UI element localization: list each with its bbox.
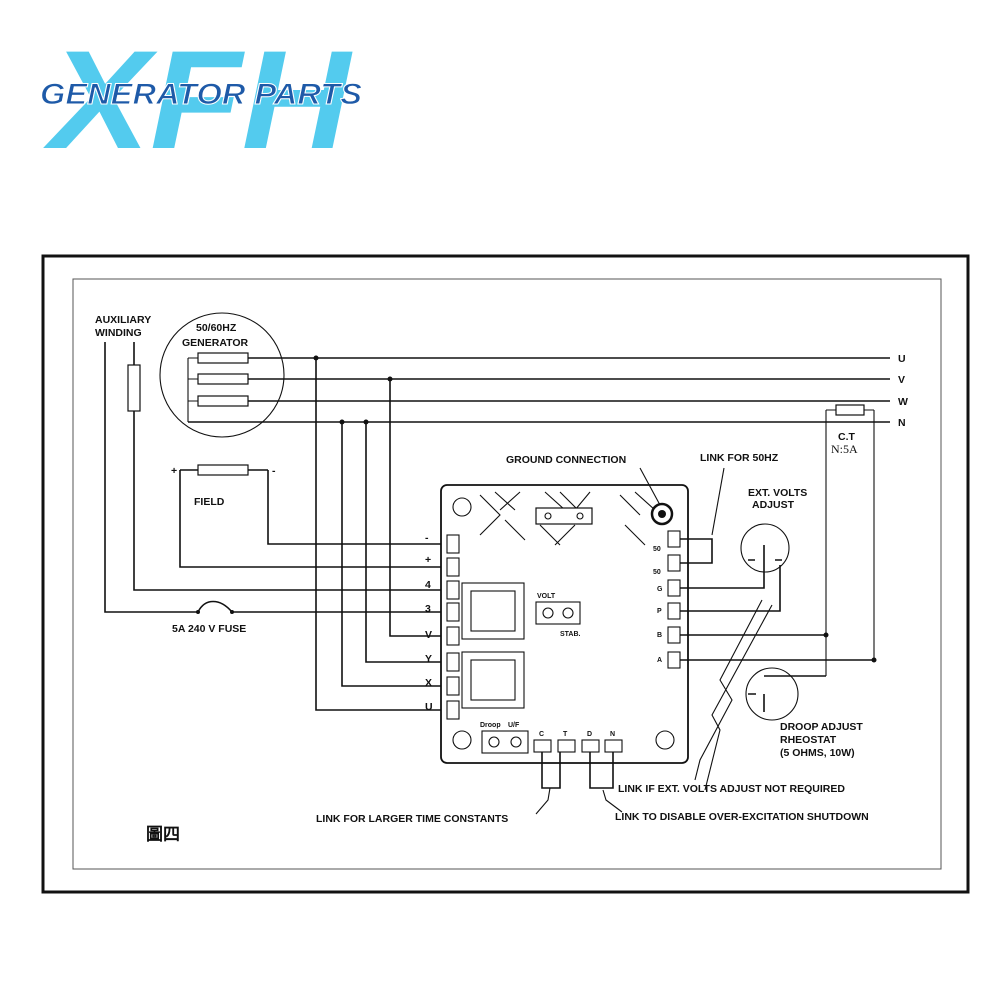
volt-label: VOLT — [537, 593, 556, 600]
ext-volts-adjust: EXT. VOLTS ADJUST — [680, 487, 807, 612]
droop-label-3: (5 OHMS, 10W) — [780, 747, 855, 759]
field-winding: + - FIELD — [171, 464, 447, 568]
svg-text:3: 3 — [425, 603, 431, 615]
svg-text:4: 4 — [425, 579, 431, 591]
phase-u-label: U — [898, 353, 906, 365]
field-label: FIELD — [194, 496, 225, 508]
svg-text:V: V — [425, 629, 432, 641]
svg-text:C: C — [539, 731, 544, 738]
ct-rating: N:5A — [831, 442, 858, 456]
droop-label: Droop — [480, 722, 501, 729]
generator-title-2: GENERATOR — [182, 337, 249, 349]
terminal-minus: - — [425, 532, 460, 554]
phase-w-label: W — [898, 396, 908, 408]
winding-w — [197, 395, 249, 407]
figure-label: 圖四 — [146, 825, 180, 845]
droop-rheostat: DROOP ADJUST RHEOSTAT (5 OHMS, 10W) — [680, 632, 877, 759]
terminal-u: U — [425, 700, 460, 720]
phase-lines: U V W N — [188, 353, 908, 429]
winding-u — [197, 352, 249, 364]
sensing-wires — [313, 355, 447, 711]
fuse-label: 5A 240 V FUSE — [172, 623, 246, 635]
terminal-x: X — [425, 676, 460, 696]
svg-text:P: P — [657, 608, 662, 615]
field-plus: + — [171, 465, 177, 477]
fuse: 5A 240 V FUSE — [172, 600, 447, 635]
terminal-v: V — [425, 626, 460, 646]
droop-label-2: RHEOSTAT — [780, 734, 837, 746]
svg-text:50: 50 — [653, 546, 661, 553]
svg-text:-: - — [425, 532, 429, 544]
uf-label: U/F — [508, 722, 520, 729]
aux-label-1: AUXILIARY — [95, 314, 151, 326]
left-terminal-block: - + 4 3 V Y X U — [425, 532, 460, 720]
terminal-y: Y — [425, 652, 460, 672]
phase-n-label: N — [898, 417, 906, 429]
svg-text:+: + — [425, 554, 431, 566]
terminal-plus: + — [425, 554, 460, 577]
svg-text:B: B — [657, 632, 662, 639]
terminal-3: 3 — [425, 602, 460, 622]
svg-text:G: G — [657, 586, 663, 593]
ext-volts-label-1: EXT. VOLTS — [748, 487, 807, 499]
svg-text:Y: Y — [425, 653, 432, 665]
note-ext-link: LINK IF EXT. VOLTS ADJUST NOT REQUIRED — [618, 783, 845, 795]
svg-text:D: D — [587, 731, 592, 738]
note-disable-shutdown: LINK TO DISABLE OVER-EXCITATION SHUTDOWN — [615, 811, 869, 823]
aux-label-2: WINDING — [95, 327, 142, 339]
ct-label: C.T — [838, 431, 856, 443]
logo-big-text: XFH — [43, 21, 354, 178]
svg-text:50: 50 — [653, 569, 661, 576]
note-time-constants: LINK FOR LARGER TIME CONSTANTS — [316, 813, 508, 825]
terminal-4: 4 — [425, 579, 460, 600]
logo-sub-text: GENERATOR PARTS — [40, 78, 362, 111]
ext-volts-label-2: ADJUST — [752, 499, 795, 511]
svg-text:U: U — [425, 701, 433, 713]
inner-frame — [72, 278, 942, 870]
auxiliary-winding: AUXILIARY WINDING — [95, 314, 447, 613]
svg-text:T: T — [563, 731, 568, 738]
current-transformer: C.T N:5A — [825, 404, 875, 676]
stab-label: STAB. — [560, 631, 581, 638]
bottom-terminal-block: C T D N — [533, 731, 623, 815]
terminal-t: T — [557, 731, 576, 753]
outer-frame — [41, 254, 970, 894]
generator-title-1: 50/60HZ — [196, 322, 237, 334]
xfh-logo: XFH GENERATOR PARTS — [40, 21, 363, 178]
field-minus: - — [272, 465, 276, 477]
droop-label-1: DROOP ADJUST — [780, 721, 863, 733]
svg-text:N: N — [610, 731, 615, 738]
link50-label: LINK FOR 50HZ — [700, 452, 779, 464]
svg-text:A: A — [657, 657, 662, 664]
phase-v-label: V — [898, 374, 905, 386]
svg-text:X: X — [425, 677, 432, 689]
winding-v — [197, 373, 249, 385]
ground-label: GROUND CONNECTION — [506, 454, 626, 466]
generator: 50/60HZ GENERATOR — [159, 312, 285, 438]
avr-board: VOLT STAB. Droop U/F — [440, 484, 689, 764]
